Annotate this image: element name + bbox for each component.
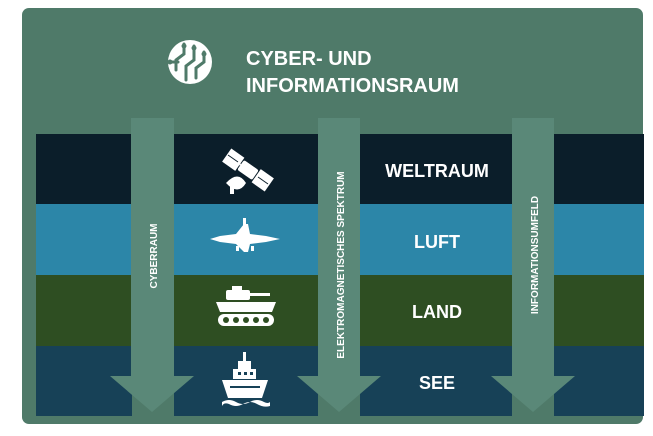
tank-wheels [223, 317, 269, 323]
arrow-label-informationsumfeld: INFORMATIONSUMFELD [530, 196, 541, 314]
warship-windows [230, 372, 260, 388]
layer-label-land: LAND [412, 302, 462, 322]
arrow-elektromagnetisches-spektrum [297, 118, 381, 412]
arrow-label-elektromagnetisches-spektrum: ELEKTROMAGNETISCHES SPEKTRUM [336, 171, 347, 358]
layer-label-weltraum: WELTRAUM [385, 161, 489, 181]
arrow-label-cyberraum: CYBERRAUM [149, 224, 160, 289]
layer-label-luft: LUFT [414, 232, 460, 252]
satellite-icon [222, 148, 274, 194]
arrow-informationsumfeld [491, 118, 575, 412]
arrow-cyberraum [110, 118, 194, 412]
title-line-1: CYBER- UND [246, 48, 372, 70]
satellite-panel-lines [227, 154, 269, 185]
layer-label-see: SEE [419, 373, 455, 393]
cyber-logo-icon [167, 40, 212, 84]
fighter-jet-icon [210, 218, 280, 252]
title-line-2: INFORMATIONSRAUM [246, 75, 459, 97]
